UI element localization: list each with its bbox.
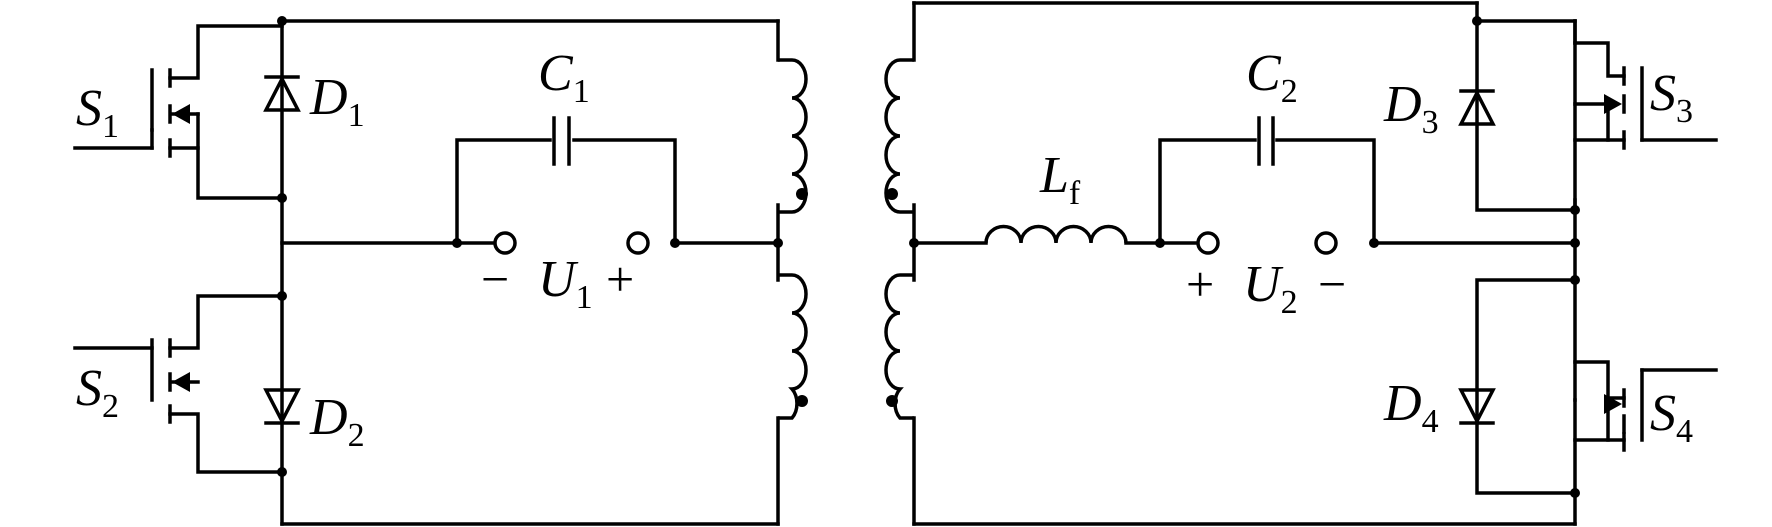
switch-s3	[1573, 19, 1718, 212]
diode-d1	[263, 75, 301, 112]
diode-d2	[263, 388, 301, 425]
label-u1: U1	[538, 251, 593, 316]
transformer-primary	[778, 58, 808, 420]
label-u2-plus-sign: +	[1186, 256, 1214, 312]
label-u1-minus-sign: −	[481, 251, 509, 307]
label-d4: D4	[1383, 375, 1439, 440]
label-d2: D2	[309, 389, 365, 454]
label-s3: S3	[1650, 65, 1693, 130]
left-bridge-wires	[280, 19, 780, 526]
terminal-u2-plus	[1196, 231, 1220, 255]
label-u2: U2	[1243, 256, 1298, 321]
label-u2-minus-sign: −	[1318, 256, 1346, 312]
terminal-u1-plus	[626, 231, 650, 255]
terminal-u1-minus	[493, 231, 517, 255]
label-s1: S1	[76, 80, 119, 145]
junctions-right	[909, 16, 1580, 498]
label-c2: C2	[1246, 45, 1298, 110]
transformer-secondary	[884, 58, 914, 420]
label-c1: C1	[538, 45, 590, 110]
diode-d3	[1458, 19, 1577, 212]
label-lf: Lf	[1039, 147, 1081, 212]
label-d1: D1	[309, 69, 365, 134]
diode-d4	[1458, 278, 1577, 495]
switch-s2	[73, 294, 284, 474]
switch-s1	[73, 24, 284, 200]
label-u1-plus-sign: +	[606, 251, 634, 307]
label-s4: S4	[1650, 385, 1693, 450]
switch-s4	[1573, 360, 1718, 452]
capacitor-c1	[455, 116, 677, 245]
junctions-left	[277, 16, 783, 477]
label-d3: D3	[1383, 76, 1439, 141]
capacitor-c2	[1158, 116, 1376, 245]
label-s2: S2	[76, 360, 119, 425]
terminal-u2-minus	[1314, 231, 1338, 255]
inductor-lf	[984, 224, 1128, 244]
